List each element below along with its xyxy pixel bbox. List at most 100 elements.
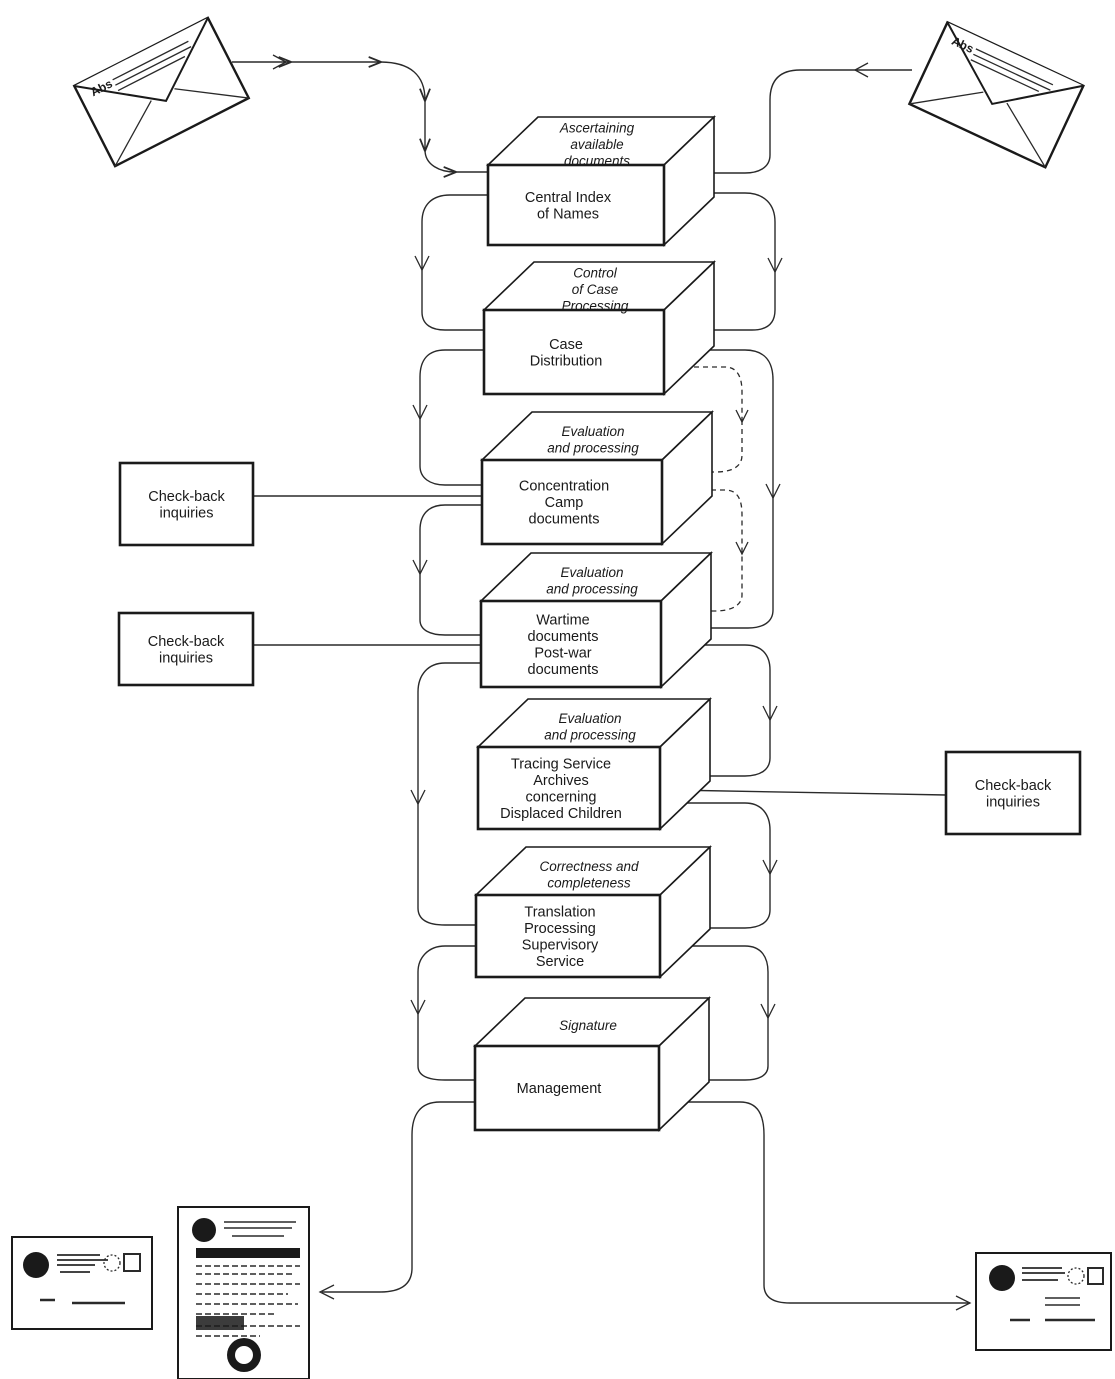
checkback-box-frame (944, 750, 1082, 836)
process-step-label: Supervisory (522, 937, 599, 953)
process-step-top-label: completeness (547, 875, 631, 890)
process-step-top-label: Evaluation (558, 711, 621, 726)
process-step-top-label: of Case (572, 282, 619, 297)
flow-line (670, 802, 771, 929)
process-step-top-label: Correctness and (539, 859, 639, 874)
process-step-label: Processing (524, 921, 596, 937)
process-step-top-label: Processing (562, 299, 629, 314)
flow-lines (232, 54, 972, 1311)
flow-line (670, 1101, 970, 1304)
flow-line (690, 69, 912, 174)
flow-line (322, 1101, 476, 1293)
dashed-arrowhead (735, 409, 749, 424)
envelope-icon: Abs (72, 16, 251, 168)
process-step-label: Displaced Children (500, 806, 622, 822)
flow-arrowhead (410, 789, 426, 806)
box-front-face (486, 163, 666, 247)
flow-arrowhead (412, 404, 428, 421)
process-step-top-label: Evaluation (560, 565, 623, 580)
flow-arrowhead (318, 1284, 335, 1300)
process-step-top-label: Signature (559, 1018, 617, 1033)
box-front-face (480, 458, 664, 546)
process-step-label: Post-war (534, 645, 591, 661)
checkback-box-frame (118, 461, 255, 547)
box-front-face (474, 893, 662, 979)
process-step-top-label: Evaluation (561, 424, 624, 439)
checkback-label: Check-back (148, 489, 225, 505)
process-step-top-label: and processing (546, 581, 638, 596)
checkback-label: inquiries (159, 650, 213, 666)
dashed-arrowhead (735, 541, 749, 556)
checkback-box-frame (117, 611, 255, 687)
process-step-label: Case (549, 337, 583, 353)
certificate-document-icon (177, 1206, 310, 1379)
flow-line (417, 662, 482, 926)
flow-line (417, 945, 478, 1081)
process-step-label: Translation (524, 904, 595, 920)
checkback-label: Check-back (975, 778, 1052, 794)
process-step-top-label: and processing (544, 727, 636, 742)
process-step-label: Concentration (519, 479, 609, 495)
flow-arrowhead (414, 255, 430, 272)
flow-line (419, 504, 483, 636)
checkback-label: inquiries (160, 505, 214, 521)
flow-arrowhead (767, 257, 783, 274)
box-front-face (476, 745, 662, 831)
flow-line (232, 62, 490, 172)
process-step-top-label: available (570, 137, 623, 152)
dashed-flow-line (682, 489, 743, 612)
box-front-face (479, 599, 663, 689)
flow-line (685, 192, 776, 331)
flow-arrowhead (762, 705, 778, 722)
checkback-connector (671, 789, 947, 796)
reply-card-icon (975, 1252, 1112, 1351)
flow-arrowhead (412, 559, 428, 576)
flow-arrowhead (762, 859, 778, 876)
process-step-label: concerning (526, 789, 597, 805)
process-step-top-label: Ascertaining (559, 121, 635, 136)
process-step-label: Camp (545, 495, 584, 511)
checkback-boxes: Check-backinquiriesCheck-backinquiriesCh… (117, 461, 1082, 836)
flow-line (680, 349, 774, 629)
flow-arrowhead (853, 62, 869, 78)
flow-arrowhead (760, 1003, 776, 1020)
flow-arrowhead (765, 483, 781, 500)
process-step-label: Archives (533, 773, 589, 789)
flow-line (675, 644, 771, 777)
process-step-top-label: documents (564, 154, 630, 169)
flow-arrowhead (955, 1295, 972, 1311)
box-front-face (482, 308, 666, 396)
box-front-face (473, 1044, 661, 1132)
flow-line (419, 349, 485, 486)
process-step-label: Distribution (530, 353, 603, 369)
checkback-label: Check-back (148, 634, 225, 650)
process-step-label: documents (528, 662, 599, 678)
process-step-label: Wartime (536, 612, 589, 628)
reply-card-icon (11, 1236, 153, 1330)
flow-line (421, 194, 490, 331)
checkback-label: inquiries (986, 794, 1040, 810)
process-step-box: Correctness andcompletenessTranslationPr… (474, 845, 712, 979)
envelope-icon: Abs (907, 20, 1085, 169)
flow-arrowhead (410, 999, 426, 1016)
process-step-label: Management (517, 1081, 602, 1097)
process-step-label: Central Index (525, 190, 612, 206)
process-step-label: documents (528, 629, 599, 645)
process-step-label: documents (529, 512, 600, 528)
process-step-top-label: Control (573, 266, 618, 281)
process-step-label: Service (536, 954, 584, 970)
dashed-flow-line (676, 366, 743, 473)
process-step-label: of Names (537, 206, 599, 222)
flow-arrowhead (272, 54, 288, 70)
